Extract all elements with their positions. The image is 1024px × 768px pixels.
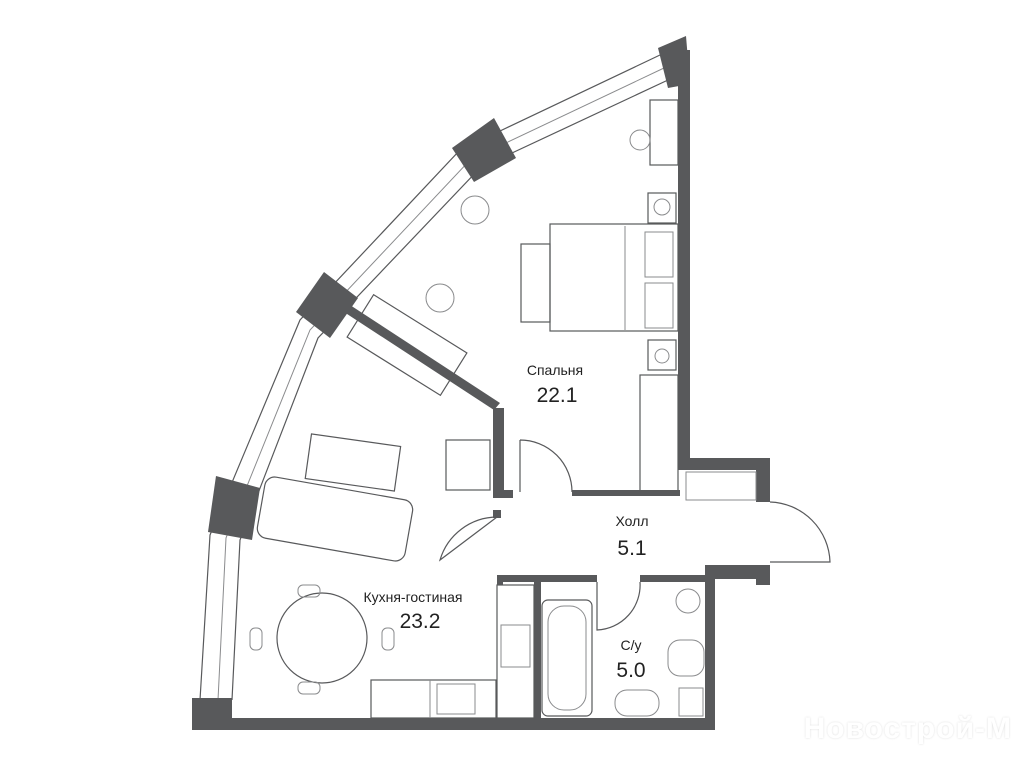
living-furniture: [249, 433, 535, 719]
walls: [192, 50, 770, 730]
bedroom-furniture: [346, 99, 679, 492]
facade-windows: [199, 54, 669, 701]
room-label-bedroom: Спальня 22.1: [527, 362, 583, 407]
toilet: [667, 639, 705, 677]
chair: [425, 283, 455, 313]
room-area: 23.2: [400, 610, 441, 633]
room-label-kitchen-living: Кухня-гостиная 23.2: [363, 589, 462, 633]
room-area: 5.1: [617, 537, 646, 560]
bathroom-fixtures: [541, 588, 705, 717]
room-area: 5.0: [616, 659, 645, 682]
doors: [438, 439, 831, 631]
room-label-bathroom: С/у 5.0: [616, 637, 645, 682]
stove: [436, 683, 476, 715]
sofa: [256, 476, 414, 562]
plant: [460, 195, 490, 225]
desk: [346, 293, 468, 397]
wardrobe: [639, 374, 679, 492]
watermark: Новострой-М: [803, 712, 1012, 745]
room-name: Кухня-гостиная: [363, 589, 462, 605]
coffee-table: [304, 433, 402, 492]
armchair: [445, 439, 491, 491]
room-name: С/у: [621, 637, 642, 653]
dining-table: [276, 592, 368, 684]
room-name: Холл: [616, 513, 649, 529]
room-label-hall: Холл 5.1: [616, 513, 649, 560]
kitchen-counter: [370, 679, 497, 719]
room-area: 22.1: [537, 384, 578, 407]
washbasin: [614, 689, 660, 717]
bathtub: [541, 599, 593, 717]
room-name: Спальня: [527, 362, 583, 378]
sink: [500, 624, 531, 668]
